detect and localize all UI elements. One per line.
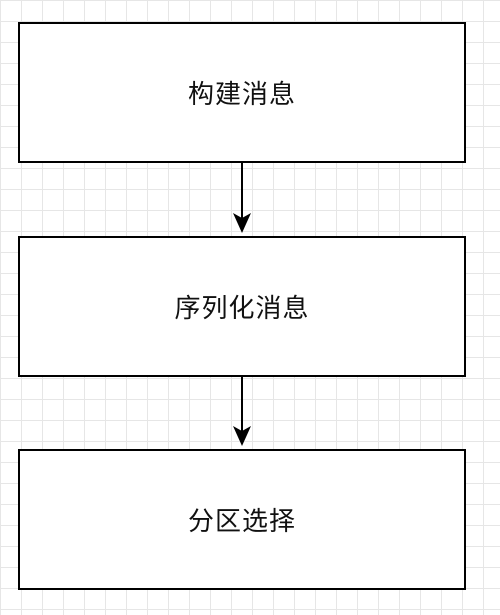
node-build-message[interactable]: 构建消息 bbox=[18, 22, 466, 163]
node-label: 序列化消息 bbox=[174, 294, 310, 324]
edge-node2-node3 bbox=[233, 377, 251, 446]
edge-node1-node2 bbox=[233, 163, 251, 233]
node-label: 分区选择 bbox=[187, 507, 296, 537]
arrow-head-icon bbox=[233, 213, 251, 233]
node-label: 构建消息 bbox=[187, 80, 296, 110]
arrow-head-icon bbox=[233, 426, 251, 446]
node-serialize-message[interactable]: 序列化消息 bbox=[18, 236, 466, 377]
node-partition-select[interactable]: 分区选择 bbox=[18, 449, 466, 590]
